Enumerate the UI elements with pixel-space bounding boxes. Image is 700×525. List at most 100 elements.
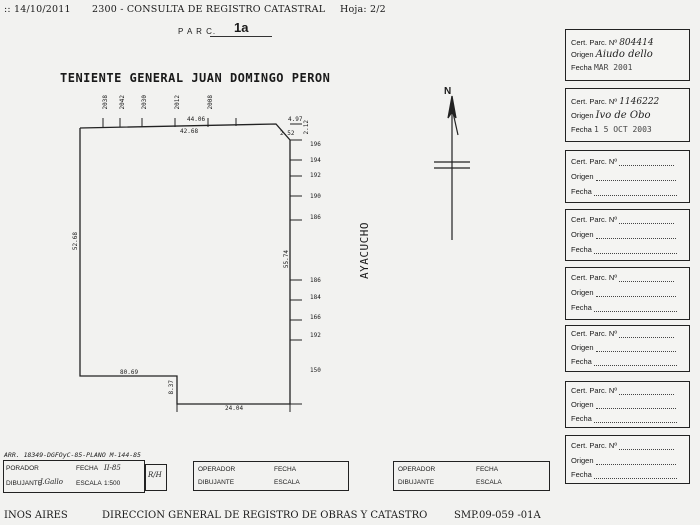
cert-card-2-origen-label: Origen [571,111,594,120]
cert-card-1-fecha-value: MAR 2001 [593,63,633,72]
footer-right: SMP.09-059 -01A [454,510,541,521]
top-ticks [102,118,237,127]
footer-left: INOS AIRES [4,510,68,521]
title-block-1-escala-value: 1:500 [104,480,121,487]
title-block-1-fecha-value: II-85 [104,464,121,472]
cert-card-2-origen-value: Ivo de Obo [595,110,651,121]
bottom-inner-dim: 80.69 [120,369,139,376]
title-block-3-operador-label: OPERADOR [398,466,436,473]
top-number-1: 2038 [102,95,109,110]
title-block-2-operador-label: OPERADOR [198,466,236,473]
cert-card-6-fecha-label: Fecha [571,357,592,366]
cert-card-7-origen-label: Origen [571,400,594,409]
parcel-plan [79,95,470,412]
cert-card-6-origen-label: Origen [571,343,594,352]
title-block-2-dibujante-label: DIBUJANTE [198,479,235,486]
title-block-2: OPERADOR FECHA DIBUJANTE ESCALA [193,461,349,491]
cert-card-1-origen-value: Aiudo dello [595,49,653,60]
header-title: 2300 - CONSULTA DE REGISTRO CATASTRAL [92,4,326,15]
right-number-7: 184 [310,294,321,301]
right-number-4: 190 [310,193,321,200]
header-page: Hoja: 2/2 [340,4,386,15]
street-top: TENIENTE GENERAL JUAN DOMINGO PERON [60,71,331,85]
cert-card-4-fecha-label: Fecha [571,245,592,254]
stamp-box: R/H [145,464,167,491]
bottom-dim: 24.04 [225,405,244,412]
cert-card-7-fecha-label: Fecha [571,414,592,423]
corner-dim-3: 2.12 [303,120,310,135]
cert-card-7-parc-label: Cert. Parc. Nº [571,386,618,395]
cert-card-3-parc-label: Cert. Parc. Nº [571,157,618,166]
right-number-8: 166 [310,314,321,321]
cert-card-8-origen-label: Origen [571,456,594,465]
cert-card-3-origen-label: Origen [571,172,594,181]
cert-card-8: Cert. Parc. Nº Origen Fecha [565,435,690,484]
title-block-1-dibujante-value: J.Gallo [40,478,63,486]
stamp-initials: R/H [148,471,162,479]
cert-card-4-parc-label: Cert. Parc. Nº [571,215,618,224]
bottom-step-dim: 8.37 [168,380,175,395]
cert-card-7: Cert. Parc. Nº Origen Fecha [565,381,690,428]
street-right: AYACUCHO [358,222,371,279]
title-block-2-escala-label: ESCALA [274,479,300,486]
title-block-3: OPERADOR FECHA DIBUJANTE ESCALA [393,461,550,491]
cert-card-5: Cert. Parc. Nº Origen Fecha [565,267,690,320]
cert-card-1-parc-label: Cert. Parc. Nº [571,38,618,47]
cert-card-2: Cert. Parc. Nº 1146222 Origen Ivo de Obo… [565,88,690,142]
right-ticks [290,123,302,405]
cert-card-8-fecha-label: Fecha [571,470,592,479]
top-number-2: 2042 [119,95,126,110]
cert-card-4-origen-label: Origen [571,230,594,239]
north-arrow-icon [434,95,470,240]
cert-card-1-origen-label: Origen [571,50,594,59]
parcel-underline [210,36,272,37]
parcel-value: 1a [234,20,249,35]
top-dim-inner: 42.68 [180,128,199,135]
right-number-3: 192 [310,172,321,179]
cert-card-2-fecha-value: 1 5 OCT 2003 [593,125,652,134]
cert-card-8-parc-label: Cert. Parc. Nº [571,441,618,450]
corner-dim-1: 4.97 [288,116,303,123]
parcel-label: P A R C. [178,27,217,36]
title-block-3-dibujante-label: DIBUJANTE [398,479,435,486]
cert-card-3-fecha-label: Fecha [571,187,592,196]
right-number-9: 192 [310,332,321,339]
plan-reference: ARR. 18349-DGFOyC-85-PLANO M-144-85 [4,451,141,459]
north-label: N [444,86,452,97]
title-block-3-fecha-label: FECHA [476,466,499,473]
cert-card-1-fecha-label: Fecha [571,63,592,72]
top-number-5: 2008 [207,95,214,110]
title-block-3-escala-label: ESCALA [476,479,502,486]
footer-center: DIRECCION GENERAL DE REGISTRO DE OBRAS Y… [102,510,428,521]
title-block-1-fecha-label: FECHA [76,465,99,472]
right-number-2: 194 [310,157,321,164]
top-number-4: 2012 [174,95,181,110]
left-dim: 52.68 [72,232,79,251]
cert-card-5-fecha-label: Fecha [571,303,592,312]
cert-card-2-fecha-label: Fecha [571,125,592,134]
cert-card-3: Cert. Parc. Nº Origen Fecha [565,150,690,203]
cert-card-5-parc-label: Cert. Parc. Nº [571,273,618,282]
title-block-1-operador-label: PORADOR [6,465,39,472]
cert-card-5-origen-label: Origen [571,288,594,297]
title-block-1: PORADOR FECHA II-85 DIBUJANTE J.Gallo ES… [3,460,145,493]
right-number-5: 186 [310,214,321,221]
right-number-10: 150 [310,367,321,374]
cert-card-2-parc-value: 1146222 [619,97,660,107]
parcel-outline [79,123,291,405]
cert-card-1-parc-value: 804414 [619,38,654,48]
right-number-1: 196 [310,141,321,148]
cert-card-4: Cert. Parc. Nº Origen Fecha [565,209,690,261]
cert-card-6-parc-label: Cert. Parc. Nº [571,329,618,338]
top-number-3: 2030 [141,95,148,110]
title-block-1-escala-label: ESCALA [76,480,102,487]
header-date: :: 14/10/2011 [4,4,71,15]
top-dim-outer: 44.06 [187,116,206,123]
title-block-2-fecha-label: FECHA [274,466,297,473]
right-number-6: 186 [310,277,321,284]
cert-card-2-parc-label: Cert. Parc. Nº [571,97,618,106]
right-dim: 55.74 [283,250,290,269]
cert-card-1: Cert. Parc. Nº 804414 Origen Aiudo dello… [565,29,690,81]
title-block-1-dibujante-label: DIBUJANTE [6,480,43,487]
corner-dim-2: 2.52 [280,130,295,137]
